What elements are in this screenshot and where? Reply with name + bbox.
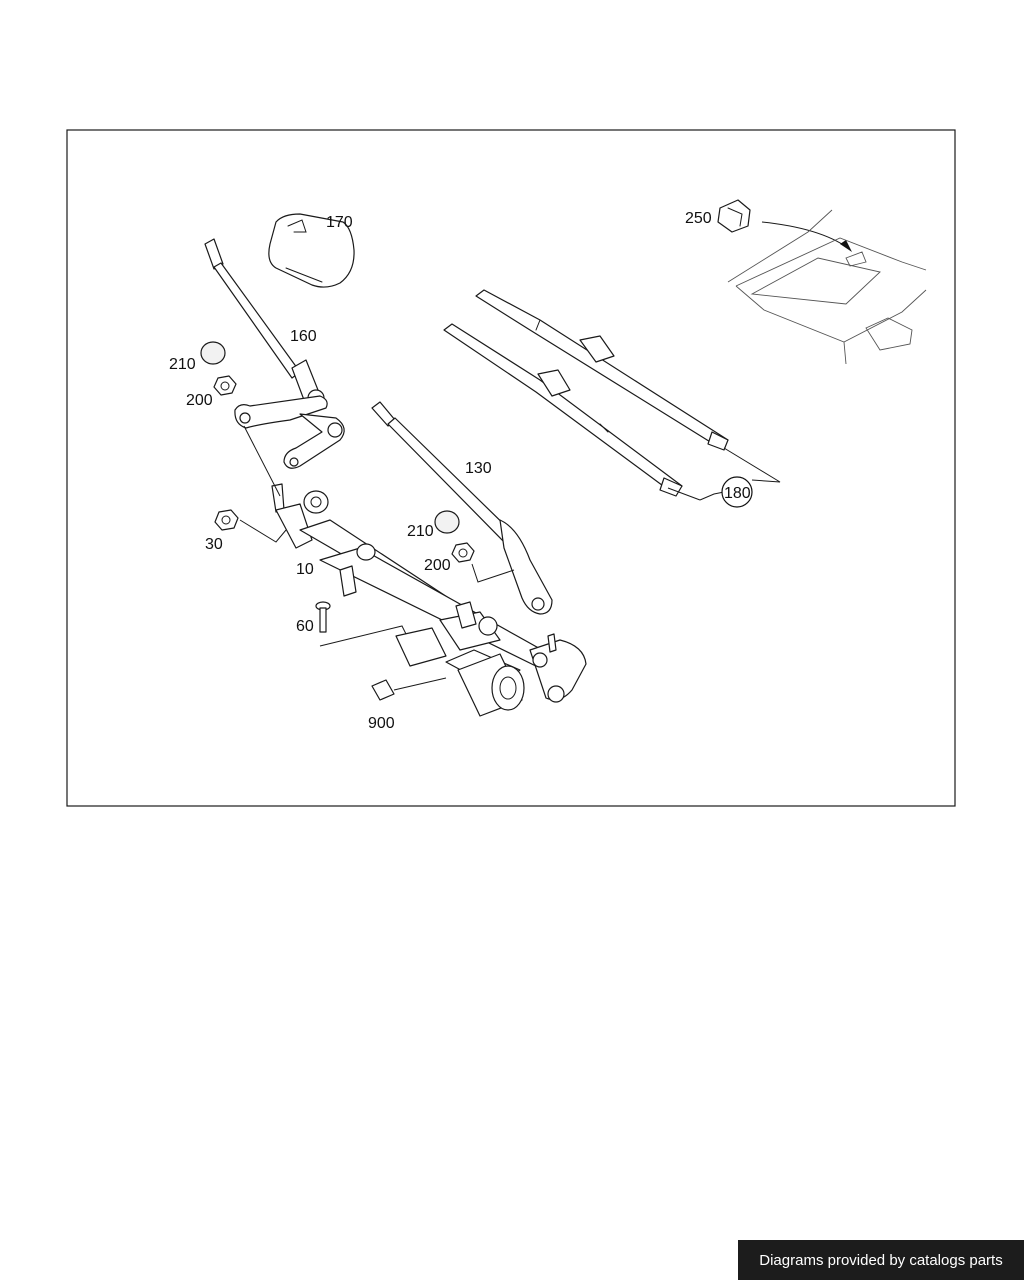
leader-lines [239, 425, 781, 691]
callout-200-right: 200 [424, 557, 451, 574]
callout-180-circle [721, 476, 753, 508]
part-160-wiper-arm-left [204, 238, 345, 469]
part-900-wiper-motor [371, 649, 525, 717]
diagram-frame [66, 129, 956, 807]
part-30-nut [214, 509, 239, 531]
credit-banner: Diagrams provided by catalogs parts [738, 1240, 1024, 1280]
arrow-250-to-windshield [761, 221, 849, 249]
part-250-clip [717, 199, 751, 233]
part-130-wiper-arm-right [371, 401, 553, 615]
callout-60: 60 [296, 618, 314, 635]
callout-250: 250 [685, 210, 712, 227]
part-180-wiper-blades [443, 289, 729, 497]
callout-160: 160 [290, 328, 317, 345]
part-200-nut-right [451, 542, 475, 563]
callout-900: 900 [368, 715, 395, 732]
callout-130: 130 [465, 460, 492, 477]
part-200-nut-left [213, 375, 237, 396]
callout-170: 170 [326, 214, 353, 231]
arrow-head-icon [840, 240, 852, 252]
part-210-cap-right [434, 510, 460, 534]
windshield-detail [727, 209, 927, 365]
part-60-bolt [315, 601, 331, 633]
callout-30: 30 [205, 536, 223, 553]
callout-200-left: 200 [186, 392, 213, 409]
part-210-cap-left [200, 341, 226, 365]
callout-210-left: 210 [169, 356, 196, 373]
part-170-cover [268, 213, 355, 288]
callout-10: 10 [296, 561, 314, 578]
part-10-wiper-linkage [271, 483, 587, 703]
credit-text: Diagrams provided by catalogs parts [759, 1251, 1003, 1269]
callout-210-right: 210 [407, 523, 434, 540]
callout-180: 180 [724, 485, 751, 502]
